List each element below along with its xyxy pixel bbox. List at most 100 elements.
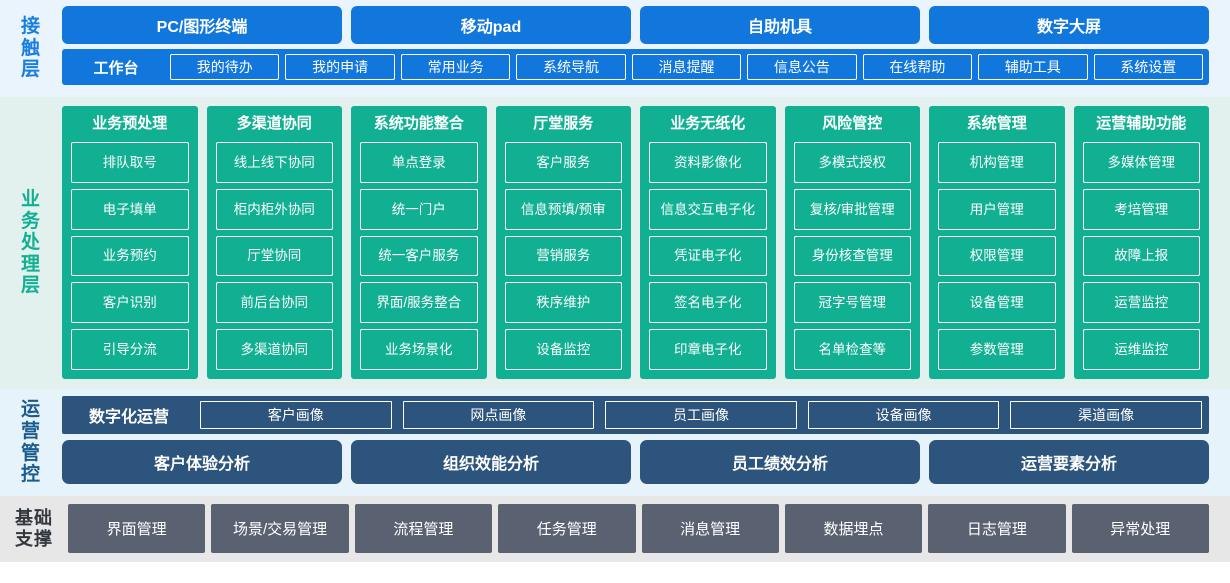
business-item[interactable]: 多渠道协同 <box>215 329 333 370</box>
business-item[interactable]: 运营监控 <box>1082 282 1200 324</box>
layer-contact: 接 触 层 PC/图形终端 移动pad 自助机具 数字大屏 工作台 我的待办 我… <box>0 0 1230 97</box>
analysis-box-organization-efficiency[interactable]: 组织效能分析 <box>351 440 631 484</box>
nav-item-common-business[interactable]: 常用业务 <box>400 54 511 80</box>
business-item[interactable]: 业务预约 <box>71 235 189 277</box>
portrait-item-device[interactable]: 设备画像 <box>807 401 1000 429</box>
column-title: 业务无纸化 <box>670 115 746 132</box>
nav-item-online-help[interactable]: 在线帮助 <box>862 54 973 80</box>
business-item[interactable]: 客户识别 <box>71 282 189 324</box>
business-item[interactable]: 名单检查等 <box>793 329 911 370</box>
business-item[interactable]: 参数管理 <box>938 329 1056 370</box>
nav-item-auxiliary-tools[interactable]: 辅助工具 <box>978 54 1088 80</box>
business-item[interactable]: 印章电子化 <box>649 329 767 370</box>
layer-foundation-body: 界面管理 场景/交易管理 流程管理 任务管理 消息管理 数据埋点 日志管理 异常… <box>68 496 1230 562</box>
business-column-operation-support: 运营辅助功能 多媒体管理 考培管理 故障上报 运营监控 运维监控 <box>1073 106 1209 379</box>
business-column-preprocessing: 业务预处理 排队取号 电子填单 业务预约 客户识别 引导分流 <box>62 106 198 379</box>
business-item[interactable]: 设备监控 <box>504 329 622 370</box>
business-item[interactable]: 多媒体管理 <box>1082 142 1200 183</box>
business-item[interactable]: 权限管理 <box>938 235 1056 277</box>
business-item[interactable]: 业务场景化 <box>360 329 478 370</box>
foundation-item-scene-transaction-management[interactable]: 场景/交易管理 <box>211 504 349 553</box>
business-item[interactable]: 考培管理 <box>1082 188 1200 230</box>
layer-business-label: 业 务 处 理 层 <box>20 188 41 297</box>
channel-box-self-service[interactable]: 自助机具 <box>640 6 920 44</box>
business-item[interactable]: 多模式授权 <box>793 142 911 183</box>
layer-business: 业 务 处 理 层 业务预处理 排队取号 电子填单 业务预约 客户识别 引导分流… <box>0 97 1230 389</box>
business-item[interactable]: 线上线下协同 <box>215 142 333 183</box>
business-column-paperless: 业务无纸化 资料影像化 信息交互电子化 凭证电子化 签名电子化 印章电子化 <box>640 106 776 379</box>
analysis-row: 客户体验分析 组织效能分析 员工绩效分析 运营要素分析 <box>62 440 1209 484</box>
layer-contact-body: PC/图形终端 移动pad 自助机具 数字大屏 工作台 我的待办 我的申请 常用… <box>62 0 1230 97</box>
business-column-multichannel: 多渠道协同 线上线下协同 柜内柜外协同 厅堂协同 前后台协同 多渠道协同 <box>206 106 342 379</box>
channel-box-pc[interactable]: PC/图形终端 <box>62 6 342 44</box>
nav-item-system-navigation[interactable]: 系统导航 <box>516 54 626 80</box>
column-title: 系统管理 <box>966 115 1027 132</box>
nav-item-my-application[interactable]: 我的申请 <box>285 54 395 80</box>
business-item[interactable]: 冠字号管理 <box>793 282 911 324</box>
business-item[interactable]: 界面/服务整合 <box>360 282 478 324</box>
channel-box-mobile-pad[interactable]: 移动pad <box>351 6 631 44</box>
foundation-item-task-management[interactable]: 任务管理 <box>498 504 636 553</box>
nav-item-message-reminder[interactable]: 消息提醒 <box>631 54 742 80</box>
business-item[interactable]: 用户管理 <box>938 188 1056 230</box>
column-title: 运营辅助功能 <box>1096 115 1187 132</box>
business-column-system-integration: 系统功能整合 单点登录 统一门户 统一客户服务 界面/服务整合 业务场景化 <box>351 106 487 379</box>
analysis-box-customer-experience[interactable]: 客户体验分析 <box>62 440 342 484</box>
foundation-item-log-management[interactable]: 日志管理 <box>928 504 1066 553</box>
portrait-item-branch[interactable]: 网点画像 <box>402 401 595 429</box>
business-item[interactable]: 营销服务 <box>504 235 622 277</box>
column-title: 业务预处理 <box>92 115 168 132</box>
layer-operations: 运 营 管 控 数字化运营 客户画像 网点画像 员工画像 设备画像 渠道画像 客… <box>0 389 1230 496</box>
business-item[interactable]: 排队取号 <box>71 142 189 183</box>
layer-operations-label: 运 营 管 控 <box>20 399 41 486</box>
digital-operation-bar: 数字化运营 客户画像 网点画像 员工画像 设备画像 渠道画像 <box>62 396 1209 434</box>
layer-foundation-label: 基础 支撑 <box>15 508 53 549</box>
foundation-item-data-tracking[interactable]: 数据埋点 <box>784 504 923 553</box>
foundation-item-message-management[interactable]: 消息管理 <box>641 504 779 553</box>
portrait-item-employee[interactable]: 员工画像 <box>605 401 797 429</box>
foundation-item-process-management[interactable]: 流程管理 <box>354 504 493 553</box>
layer-foundation: 基础 支撑 界面管理 场景/交易管理 流程管理 任务管理 消息管理 数据埋点 日… <box>0 496 1230 562</box>
business-item[interactable]: 签名电子化 <box>649 282 767 324</box>
business-item[interactable]: 厅堂协同 <box>215 235 333 277</box>
business-item[interactable]: 运维监控 <box>1082 329 1200 370</box>
business-column-system-management: 系统管理 机构管理 用户管理 权限管理 设备管理 参数管理 <box>929 106 1065 379</box>
analysis-box-employee-performance[interactable]: 员工绩效分析 <box>640 440 920 484</box>
layer-business-body: 业务预处理 排队取号 电子填单 业务预约 客户识别 引导分流 多渠道协同 线上线… <box>62 97 1230 389</box>
business-item[interactable]: 信息预填/预审 <box>504 188 622 230</box>
portrait-item-channel[interactable]: 渠道画像 <box>1010 401 1202 429</box>
business-item[interactable]: 前后台协同 <box>215 282 333 324</box>
business-item[interactable]: 身份核查管理 <box>793 235 911 277</box>
business-item[interactable]: 复核/审批管理 <box>793 188 911 230</box>
business-item[interactable]: 故障上报 <box>1082 235 1200 277</box>
layer-contact-label: 接 触 层 <box>20 16 41 81</box>
business-item[interactable]: 统一门户 <box>360 188 478 230</box>
foundation-item-exception-handling[interactable]: 异常处理 <box>1071 504 1209 553</box>
business-item[interactable]: 凭证电子化 <box>649 235 767 277</box>
business-item[interactable]: 信息交互电子化 <box>649 188 767 230</box>
column-title: 厅堂服务 <box>533 115 594 132</box>
workbench-title: 工作台 <box>93 59 139 77</box>
business-item[interactable]: 引导分流 <box>71 329 189 370</box>
nav-item-information-bulletin[interactable]: 信息公告 <box>747 54 857 80</box>
business-item[interactable]: 客户服务 <box>504 142 622 183</box>
portrait-item-customer[interactable]: 客户画像 <box>200 401 392 429</box>
foundation-item-interface-management[interactable]: 界面管理 <box>68 504 206 553</box>
channel-row: PC/图形终端 移动pad 自助机具 数字大屏 <box>62 6 1209 44</box>
channel-box-digital-screen[interactable]: 数字大屏 <box>929 6 1209 44</box>
business-item[interactable]: 柜内柜外协同 <box>215 188 333 230</box>
business-item[interactable]: 电子填单 <box>71 188 189 230</box>
nav-item-my-todo[interactable]: 我的待办 <box>170 54 280 80</box>
layer-operations-body: 数字化运营 客户画像 网点画像 员工画像 设备画像 渠道画像 客户体验分析 组织… <box>62 389 1230 496</box>
business-item[interactable]: 单点登录 <box>360 142 478 183</box>
business-item[interactable]: 统一客户服务 <box>360 235 478 277</box>
business-item[interactable]: 资料影像化 <box>649 142 767 183</box>
column-title: 多渠道协同 <box>236 115 312 132</box>
column-title: 系统功能整合 <box>373 115 464 132</box>
business-item[interactable]: 机构管理 <box>938 142 1056 183</box>
business-item[interactable]: 设备管理 <box>938 282 1056 324</box>
business-item[interactable]: 秩序维护 <box>504 282 622 324</box>
nav-item-system-settings[interactable]: 系统设置 <box>1093 54 1203 80</box>
analysis-box-operation-factor[interactable]: 运营要素分析 <box>929 440 1209 484</box>
